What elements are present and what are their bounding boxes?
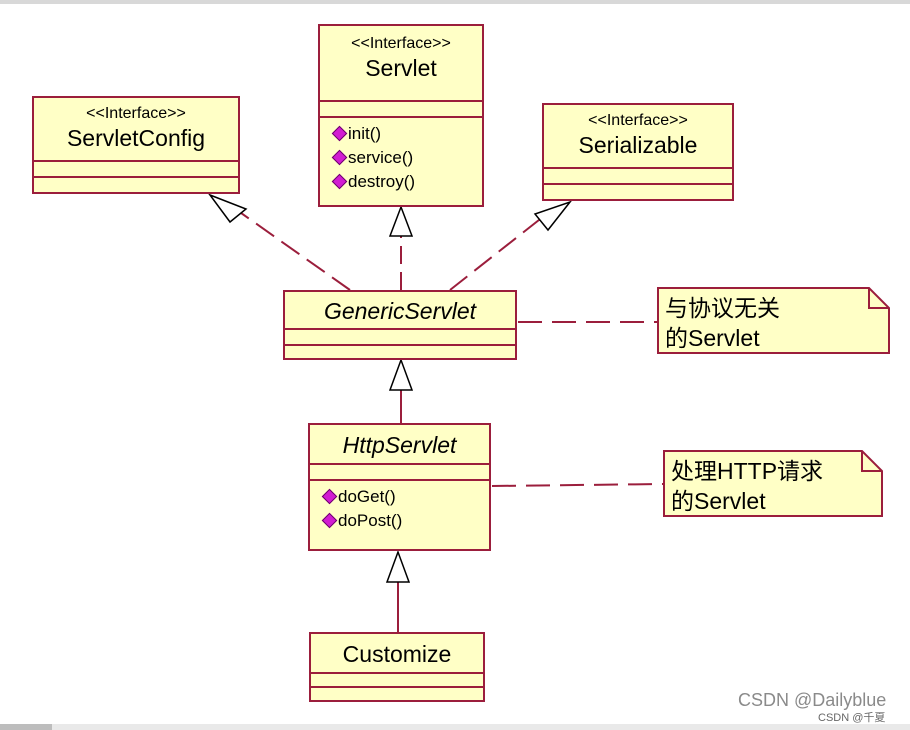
note-anchor-http [491,483,665,487]
class-servlet: <<Interface>> Servlet init() service() d… [318,24,484,207]
stereotype-label: <<Interface>> [588,112,688,129]
operations-section: doGet() doPost() [310,481,489,537]
operation-marker-icon [331,125,348,142]
note-line: 与协议无关 [665,295,780,321]
operation-label: service() [348,148,414,167]
note-text: 处理HTTP请求 的Servlet [671,456,823,516]
operations-section [34,178,238,192]
realization-arrowhead-servletconfig [207,193,248,224]
attributes-section [311,674,483,688]
class-customize-header: Customize [311,634,483,674]
class-name: HttpServlet [342,432,457,458]
class-name: Serializable [578,132,698,158]
operation-label: doGet() [338,487,396,506]
operation-marker-icon [331,173,348,190]
operation-label: doPost() [338,511,403,530]
realization-line-serializable [449,215,545,291]
note-line: 的Servlet [671,488,766,514]
realization-arrowhead-servlet [388,204,414,237]
operations-section [285,346,515,358]
note-genericservlet: 与协议无关 的Servlet [657,287,891,355]
realization-line-servletconfig [233,207,351,291]
attributes-section [285,330,515,346]
generalization-arrowhead-genericservlet [388,357,414,391]
attributes-section [320,102,482,118]
operations-section: init() service() destroy() [320,118,482,198]
attributes-section [544,169,732,185]
note-line: 的Servlet [665,325,760,351]
class-serializable: <<Interface>> Serializable [542,103,734,201]
operation-label: init() [348,124,382,143]
class-httpservlet: HttpServlet doGet() doPost() [308,423,491,551]
operation-item: doPost() [321,509,489,533]
class-name: GenericServlet [323,298,477,324]
class-httpservlet-header: HttpServlet [310,425,489,465]
note-line: 处理HTTP请求 [671,458,824,484]
operation-item: doGet() [321,485,489,509]
note-httpservlet: 处理HTTP请求 的Servlet [663,450,884,518]
note-shape [657,287,890,354]
note-shape [663,450,883,517]
class-servletconfig: <<Interface>> ServletConfig [32,96,240,194]
watermark: CSDN @Dailyblue [738,690,887,710]
operation-item: init() [331,122,482,146]
stereotype-label: <<Interface>> [86,105,186,122]
class-name: ServletConfig [66,125,206,151]
class-servlet-header: <<Interface>> Servlet [320,26,482,102]
operation-item: destroy() [331,170,482,194]
operation-marker-icon [331,149,348,166]
class-name: Customize [342,641,452,667]
stereotype-label: <<Interface>> [351,35,451,52]
operations-section [311,688,483,700]
class-name: Servlet [365,55,437,81]
watermark-secondary: CSDN @千夏 [818,712,886,724]
note-text: 与协议无关 的Servlet [665,293,780,353]
operation-item: service() [331,146,482,170]
bottom-border-strip [0,724,910,730]
generalization-arrowhead-httpservlet [385,549,411,583]
operations-section [544,185,732,199]
realization-arrowhead-serializable [533,200,573,232]
top-border-strip [0,0,910,4]
class-serializable-header: <<Interface>> Serializable [544,105,732,169]
class-servletconfig-header: <<Interface>> ServletConfig [34,98,238,162]
class-genericservlet-header: GenericServlet [285,292,515,330]
attributes-section [310,465,489,481]
attributes-section [34,162,238,178]
operation-marker-icon [321,512,338,529]
operation-marker-icon [321,488,338,505]
operation-label: destroy() [348,172,416,191]
class-customize: Customize [309,632,485,702]
bottom-border-tab [0,724,52,730]
class-genericservlet: GenericServlet [283,290,517,360]
